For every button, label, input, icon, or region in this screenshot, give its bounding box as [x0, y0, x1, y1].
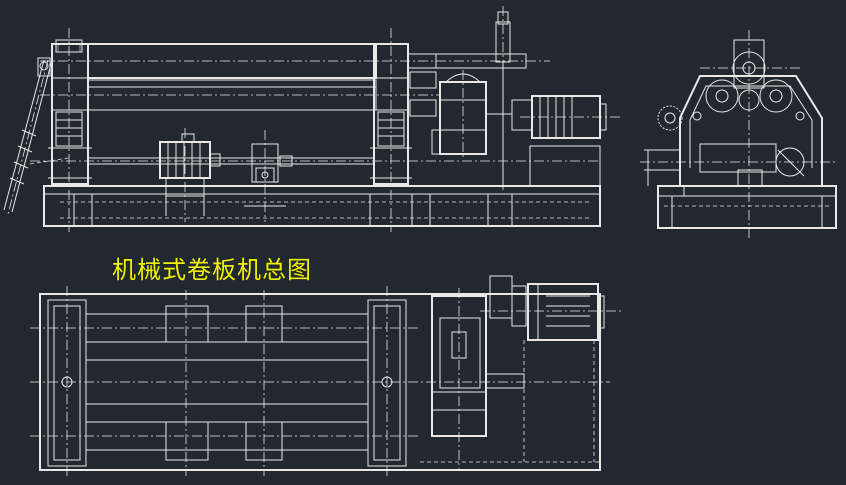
side-view	[640, 30, 837, 240]
front-view	[3, 6, 620, 232]
plan-view	[30, 275, 622, 478]
drawing-title: 机械式卷板机总图	[112, 256, 312, 284]
